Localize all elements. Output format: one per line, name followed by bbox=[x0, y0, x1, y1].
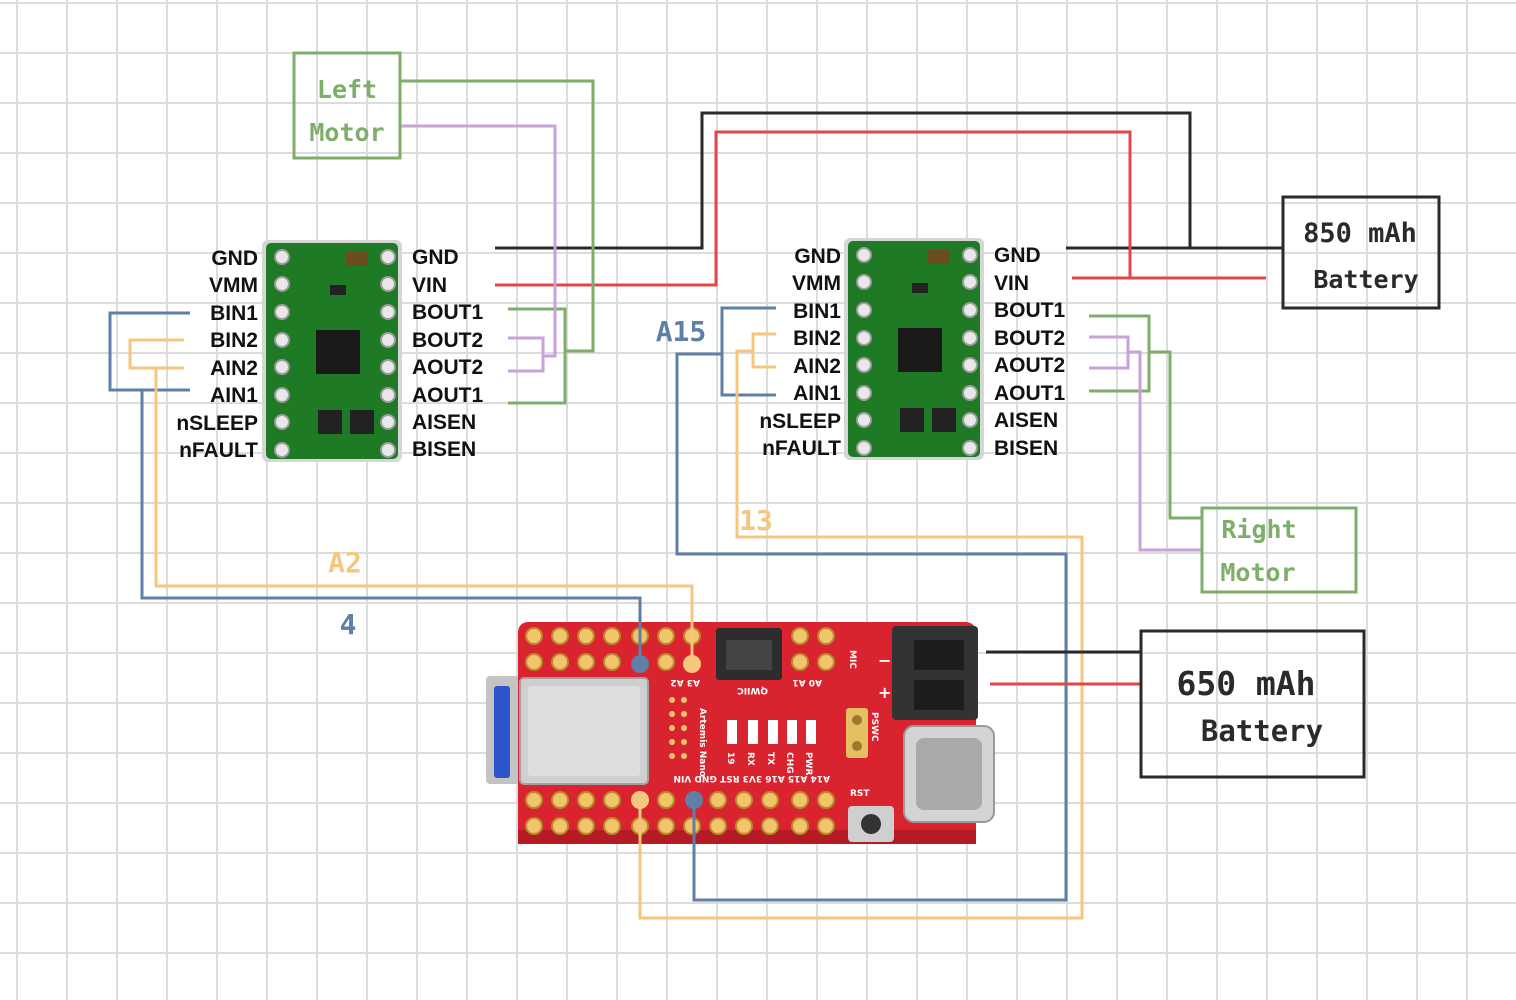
wire-right-to-a15 bbox=[675, 352, 1068, 902]
wire-right-bin2-ain2 bbox=[751, 332, 776, 369]
wire-label-13: 13 bbox=[739, 504, 773, 537]
wire-right-bout2-aout2 bbox=[1089, 335, 1130, 370]
right-motor-label-2: Motor bbox=[1220, 558, 1295, 587]
pin-label: AISEN bbox=[994, 409, 1058, 432]
left-motor-driver bbox=[262, 240, 402, 462]
pin-label: AOUT2 bbox=[994, 354, 1065, 377]
pin-label: AIN1 bbox=[210, 384, 258, 407]
pin-label: AIN2 bbox=[793, 355, 841, 378]
pin-label: BOUT2 bbox=[994, 327, 1065, 350]
pin-label: VMM bbox=[209, 274, 258, 297]
pin-label: AIN2 bbox=[210, 357, 258, 380]
wire-gnd-left-to-battery bbox=[495, 111, 1192, 250]
wire-vin-left-to-battery bbox=[495, 130, 1132, 287]
battery-650-label-1: 650 mAh bbox=[1176, 664, 1315, 703]
led-chg: CHG bbox=[784, 752, 794, 774]
led-19: 19 bbox=[725, 752, 735, 765]
board-bottom-pins: A14 A15 A16 3V3 RST GND VIN bbox=[673, 773, 830, 783]
rst-label: RST bbox=[850, 789, 870, 799]
led-tx: TX bbox=[765, 752, 775, 765]
pin-label: AISEN bbox=[412, 411, 476, 434]
battery-650-label-2: Battery bbox=[1201, 714, 1323, 748]
artemis-nano-board bbox=[486, 622, 995, 844]
left-driver-left-labels: GND VMM BIN1 BIN2 AIN2 AIN1 nSLEEP nFAUL… bbox=[176, 247, 258, 462]
pin-label: BISEN bbox=[994, 437, 1058, 460]
pin-label: BIN2 bbox=[793, 327, 841, 350]
wire-left-motor-purple bbox=[401, 124, 557, 358]
pin-label: nSLEEP bbox=[176, 412, 258, 435]
pin-label: GND bbox=[211, 247, 258, 270]
pin-label: VMM bbox=[792, 272, 841, 295]
pin-a2-junction bbox=[683, 655, 701, 673]
pin-label: nFAULT bbox=[762, 437, 841, 460]
left-motor-label-1: Left bbox=[317, 75, 377, 104]
battery-850-label-2: Battery bbox=[1313, 265, 1418, 294]
pin-label: GND bbox=[994, 244, 1041, 267]
pin-label: GND bbox=[412, 246, 459, 269]
battery-850-box: 850 mAh Battery bbox=[1281, 195, 1441, 310]
pin-4-junction bbox=[631, 655, 649, 673]
led-rx: RX bbox=[745, 752, 755, 766]
left-motor-label-2: Motor bbox=[309, 118, 384, 147]
pin-label: BISEN bbox=[412, 438, 476, 461]
right-driver-left-labels: GND VMM BIN1 BIN2 AIN2 AIN1 nSLEEP nFAUL… bbox=[759, 245, 841, 460]
wire-label-4: 4 bbox=[340, 608, 357, 641]
pin-label: BIN1 bbox=[210, 302, 258, 325]
wire-left-bin2-ain2 bbox=[128, 338, 184, 370]
qwiic-label: QWIIC bbox=[737, 685, 768, 695]
left-motor-box: Left Motor bbox=[292, 51, 402, 160]
left-driver-right-labels: GND VIN BOUT1 BOUT2 AOUT2 AOUT1 AISEN BI… bbox=[412, 246, 483, 461]
right-motor-label-1: Right bbox=[1221, 515, 1296, 544]
wire-right-to-13 bbox=[638, 349, 1084, 920]
wire-left-to-a2 bbox=[154, 368, 694, 664]
pin-label: BIN1 bbox=[793, 300, 841, 323]
right-driver-right-labels: GND VIN BOUT1 BOUT2 AOUT2 AOUT1 AISEN BI… bbox=[994, 244, 1065, 460]
pin-label: AOUT2 bbox=[412, 356, 483, 379]
pin-label: VIN bbox=[412, 274, 447, 297]
battery-850-label-1: 850 mAh bbox=[1303, 218, 1417, 249]
pin-label: BOUT1 bbox=[412, 301, 483, 324]
pin-label: nSLEEP bbox=[759, 410, 841, 433]
wire-left-to-pin4 bbox=[140, 390, 642, 664]
battery-plus-mark: + bbox=[878, 683, 891, 702]
right-motor-box: Right Motor bbox=[1200, 506, 1358, 594]
wire-left-bin1-ain1 bbox=[108, 311, 190, 392]
pin-label: BOUT1 bbox=[994, 299, 1065, 322]
pin-a15-junction bbox=[685, 791, 703, 809]
pin-label: BIN2 bbox=[210, 329, 258, 352]
wire-label-a2: A2 bbox=[328, 546, 362, 579]
pin-13-junction bbox=[631, 791, 649, 809]
pin-label: AIN1 bbox=[793, 382, 841, 405]
wire-label-a15: A15 bbox=[656, 315, 707, 348]
pswc-label: PSWC bbox=[869, 712, 879, 742]
right-motor-driver bbox=[844, 238, 984, 460]
pin-label: AOUT1 bbox=[412, 384, 483, 407]
pin-label: AOUT1 bbox=[994, 382, 1065, 405]
wire-left-motor-green bbox=[401, 79, 595, 353]
wire-right-motor-green bbox=[1149, 350, 1202, 520]
pin-label: GND bbox=[794, 245, 841, 268]
board-name: Artemis Nano bbox=[697, 708, 707, 777]
board-pins-a0-a1: A0 A1 bbox=[792, 677, 822, 687]
wire-left-bout2-aout2 bbox=[508, 336, 545, 373]
wire-right-bin1-ain1 bbox=[720, 306, 776, 397]
wire-left-bout1-aout1 bbox=[508, 307, 567, 405]
pin-label: nFAULT bbox=[179, 439, 258, 462]
pin-label: BOUT2 bbox=[412, 329, 483, 352]
led-pwr: PWR bbox=[803, 752, 813, 776]
mic-label: MIC bbox=[847, 650, 857, 669]
battery-minus-mark: − bbox=[878, 651, 891, 670]
wire-right-motor-purple bbox=[1128, 350, 1202, 552]
battery-650-box: 650 mAh Battery bbox=[1139, 629, 1366, 779]
board-pins-a3-a2: A3 A2 bbox=[670, 677, 700, 687]
pin-label: VIN bbox=[994, 272, 1029, 295]
